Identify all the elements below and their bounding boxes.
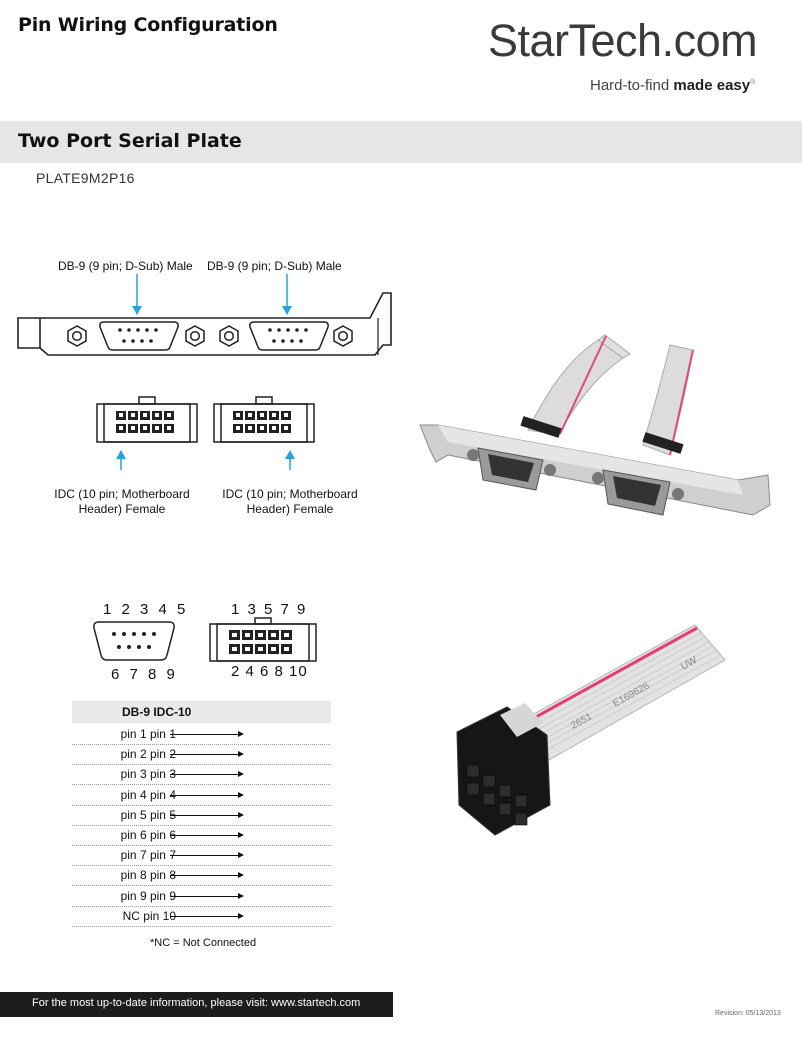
- idc-pinout-header: [209, 617, 317, 662]
- wire-arrow-icon: [170, 791, 244, 798]
- arrow-db9-right: [282, 274, 292, 315]
- table-row: pin 7 pin 7: [72, 845, 331, 867]
- wire-arrow-icon: [170, 852, 244, 859]
- idc-pin: pin 5: [149, 807, 176, 822]
- arrow-idc-left: [116, 450, 126, 470]
- arrow-db9-left: [132, 274, 142, 315]
- wire-arrow-icon: [170, 872, 244, 879]
- registered-mark: ®: [750, 79, 756, 86]
- bracket-outline: [17, 292, 392, 356]
- wiring-table-header-text: DB-9 IDC-10: [122, 705, 192, 719]
- db9-pin: pin 4: [120, 787, 147, 802]
- wire-arrow-icon: [170, 912, 244, 919]
- idc-pin: pin 1: [149, 727, 176, 741]
- db9-label-right: DB-9 (9 pin; D-Sub) Male: [207, 259, 342, 273]
- db9-top-pin-numbers: 1 2 3 4 5: [103, 601, 189, 618]
- table-row: pin 6 pin 6: [72, 825, 331, 846]
- table-row: pin 5 pin 5: [72, 805, 331, 826]
- idc-pin: pin 7: [149, 848, 176, 863]
- arrow-idc-right: [285, 450, 295, 470]
- idc-label-left-line2: Header) Female: [78, 502, 166, 516]
- db9-label-left: DB-9 (9 pin; D-Sub) Male: [58, 259, 193, 273]
- idc-pin: pin 4: [149, 787, 176, 802]
- table-row: pin 1 pin 1: [72, 724, 331, 745]
- idc-bottom-pin-numbers: 2 4 6 8 10: [231, 663, 308, 680]
- photo-db9-left: [467, 447, 556, 491]
- wire-arrow-icon: [170, 811, 244, 818]
- tagline-plain: Hard-to-find: [590, 77, 674, 94]
- db9-pinout-shell: [93, 621, 175, 661]
- pinout-diagram: [93, 617, 317, 662]
- section-band: [0, 121, 802, 163]
- wire-arrow-icon: [170, 731, 244, 737]
- db9-connector-left: [99, 321, 179, 351]
- tagline-bold: made easy: [673, 77, 751, 94]
- table-row: NC pin 10: [72, 906, 331, 927]
- db9-pin: pin 7: [120, 848, 147, 863]
- revision-date: Revision: 05/13/2013: [715, 1010, 781, 1017]
- product-photo-idc: 2651 E169626 UW: [456, 624, 726, 836]
- row-text: pin 2 pin 2: [72, 747, 176, 761]
- table-row: pin 2 pin 2: [72, 744, 331, 766]
- idc-pin: pin 8: [149, 868, 176, 883]
- idc-label-right-line1: IDC (10 pin; Motherboard: [222, 487, 358, 501]
- row-text: pin 9 pin 9: [72, 889, 176, 903]
- product-photo-bracket: [419, 334, 771, 516]
- idc-pin: pin 6: [149, 828, 176, 842]
- footer-bar: [0, 992, 393, 1017]
- db9-pin: pin 5: [120, 807, 147, 822]
- section-title: Two Port Serial Plate: [18, 130, 242, 152]
- idc-pin: pin 2: [149, 747, 176, 762]
- logo-text: StarTech.com: [488, 15, 758, 66]
- wiring-table-header: [72, 701, 331, 723]
- idc-label-left: IDC (10 pin; Motherboard Header) Female: [42, 487, 202, 517]
- idc-pin: pin 3: [149, 767, 176, 782]
- hex-nuts: [67, 325, 353, 347]
- db9-pin: pin 3: [120, 767, 147, 782]
- row-text: pin 7 pin 7: [72, 848, 176, 862]
- row-text: pin 5 pin 5: [72, 808, 176, 822]
- footer-info-text: For the most up-to-date information, ple…: [32, 997, 361, 1009]
- table-row: pin 4 pin 4: [72, 785, 331, 806]
- row-text: pin 6 pin 6: [72, 828, 176, 842]
- db9-pin: pin 8: [120, 868, 147, 883]
- wire-arrow-icon: [170, 751, 244, 758]
- photo-db9-right: [592, 469, 684, 516]
- page-title: Pin Wiring Configuration: [18, 14, 278, 36]
- logo-tagline: Hard-to-find made easy®: [590, 77, 755, 94]
- idc-pin: pin 10: [143, 908, 176, 923]
- startech-logo: StarTech.com: [488, 10, 788, 72]
- idc-label-right-line2: Header) Female: [246, 502, 334, 516]
- db9-bottom-pin-numbers: 6 7 8 9: [111, 666, 178, 683]
- idc-header-right: [213, 396, 315, 443]
- idc-pin: pin 9: [149, 888, 176, 903]
- row-text: pin 3 pin 3: [72, 767, 176, 781]
- row-text: pin 4 pin 4: [72, 788, 176, 802]
- idc-header-left: [96, 396, 198, 443]
- table-row: pin 9 pin 9: [72, 886, 331, 907]
- db9-pin: pin 2: [120, 747, 147, 762]
- wire-arrow-icon: [170, 892, 244, 899]
- row-text: NC pin 10: [72, 909, 176, 923]
- db9-pin: pin 1: [120, 727, 147, 741]
- db9-connector-right: [249, 321, 329, 351]
- db9-pin: NC: [122, 908, 140, 923]
- idc-top-pin-numbers: 1 3 5 7 9: [231, 601, 308, 618]
- footnote: *NC = Not Connected: [150, 937, 257, 949]
- db9-pin: pin 9: [120, 888, 147, 903]
- idc-label-left-line1: IDC (10 pin; Motherboard: [54, 487, 190, 501]
- table-row: pin 8 pin 8: [72, 865, 331, 887]
- row-text: pin 1 pin 1: [72, 727, 176, 741]
- wire-arrow-icon: [170, 771, 244, 778]
- table-row: pin 3 pin 3: [72, 764, 331, 786]
- row-text: pin 8 pin 8: [72, 868, 176, 882]
- wire-arrow-icon: [170, 832, 244, 838]
- product-sku: PLATE9M2P16: [36, 170, 135, 186]
- serial-plate-diagram: [17, 274, 392, 470]
- db9-pin: pin 6: [120, 828, 147, 842]
- idc-label-right: IDC (10 pin; Motherboard Header) Female: [210, 487, 370, 517]
